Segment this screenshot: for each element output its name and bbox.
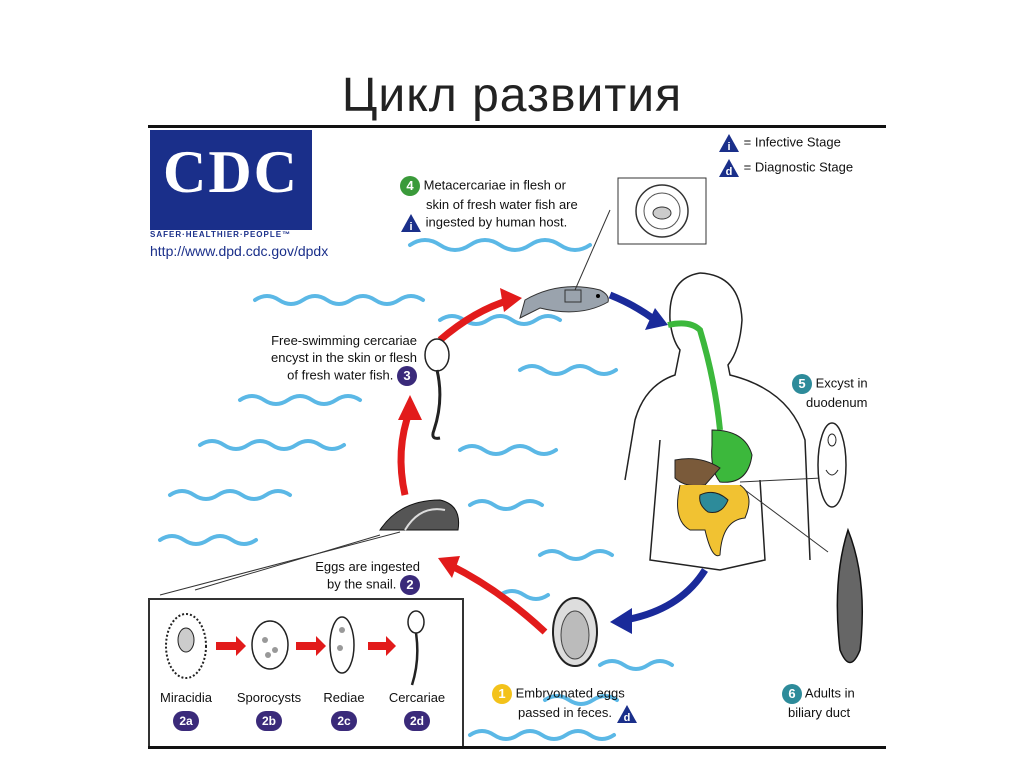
- duodenum: [699, 491, 729, 513]
- substage-2c-badge: 2c: [331, 711, 357, 731]
- stage-6-label: 6 Adults in biliary duct: [782, 684, 855, 721]
- stage-6-line1: Adults in: [804, 685, 855, 701]
- legend-infective-label: = Infective Stage: [743, 134, 841, 150]
- stage-2-label: Eggs are ingested by the snail. 2: [298, 558, 420, 595]
- stage-3-line1: Free-swimming cercariae: [271, 333, 417, 348]
- metacercaria-inset: [617, 177, 707, 245]
- stage-2-line1: Eggs are ingested: [315, 559, 420, 574]
- stage-4-label: 4 Metacercariae in flesh or skin of fres…: [400, 176, 578, 233]
- stage-1-label: 1 Embryonated eggs passed in feces. d: [492, 684, 638, 724]
- svg-text:d: d: [726, 166, 733, 178]
- stage-6-badge: 6: [782, 684, 802, 704]
- pointer-line-6: [744, 489, 829, 553]
- diagnostic-icon: d: [719, 159, 739, 178]
- substage-sporocysts-label: Sporocysts: [236, 690, 302, 705]
- redia-icon: [329, 616, 355, 674]
- stage-3-line2: encyst in the skin or flesh: [271, 350, 417, 365]
- legend-infective: i = Infective Stage: [718, 133, 841, 153]
- bottom-rule: [148, 746, 886, 749]
- cdc-url[interactable]: http://www.dpd.cdc.gov/dpdx: [150, 243, 329, 259]
- stage-3-label: Free-swimming cercariae encyst in the sk…: [232, 332, 417, 386]
- egg-icon: [552, 597, 598, 667]
- substage-rediae-label: Rediae: [323, 690, 365, 705]
- inset-arrow-3: [368, 636, 396, 656]
- cercaria-stage-icon: [407, 610, 425, 686]
- adult-fluke-icon: [836, 527, 863, 664]
- diagnostic-stage-icon: d: [616, 705, 637, 724]
- stage-3-line3: of fresh water fish.: [287, 367, 394, 383]
- svg-text:d: d: [623, 712, 630, 724]
- substage-miracidia: Miracidia 2a: [146, 690, 226, 731]
- stage-4-line3: ingested by human host.: [425, 214, 568, 230]
- intestine: [677, 484, 750, 557]
- water-waves: [158, 238, 674, 741]
- human-silhouette: [624, 272, 811, 571]
- substage-2b-badge: 2b: [255, 711, 282, 731]
- miracidium-icon: [165, 613, 207, 679]
- cdc-tagline: SAFER·HEALTHIER·PEOPLE™: [150, 230, 292, 239]
- stage-5-label: 5 Excyst in duodenum: [792, 374, 868, 411]
- legend-diagnostic: d = Diagnostic Stage: [718, 158, 853, 178]
- stage-2-badge: 2: [400, 575, 420, 595]
- substage-rediae: Rediae 2c: [304, 690, 384, 731]
- cercaria-icon: [424, 338, 450, 440]
- svg-text:i: i: [727, 141, 730, 153]
- cdc-logo-text: CDC: [163, 139, 299, 205]
- stage-4-badge: 4: [400, 176, 420, 196]
- stage-6-line2: biliary duct: [788, 705, 851, 720]
- inset-arrow-1: [216, 636, 246, 656]
- substage-cercariae: Cercariae 2d: [377, 690, 457, 731]
- infective-stage-icon: i: [401, 214, 421, 233]
- stage-1-badge: 1: [492, 684, 512, 704]
- arrow-head-3: [398, 395, 422, 420]
- stage-5-line1: Excyst in: [815, 375, 868, 391]
- legend-diagnostic-label: = Diagnostic Stage: [743, 159, 854, 175]
- stage-4-line2: skin of fresh water fish are: [426, 197, 578, 212]
- substage-miracidia-label: Miracidia: [159, 690, 212, 705]
- substage-2d-badge: 2d: [403, 711, 430, 731]
- substage-2a-badge: 2a: [173, 711, 199, 731]
- substage-sporocysts: Sporocysts 2b: [229, 690, 309, 731]
- svg-text:i: i: [409, 221, 412, 233]
- substage-cercariae-label: Cercariae: [388, 690, 446, 705]
- stage-1-line2: passed in feces.: [518, 705, 612, 721]
- stage-5-line2: duodenum: [806, 395, 868, 410]
- stomach: [711, 429, 753, 483]
- sporocyst-icon: [251, 620, 289, 670]
- pointer-line-5: [739, 477, 823, 483]
- stage-2-line2: by the snail.: [327, 576, 397, 592]
- blue-arrows: [608, 291, 708, 624]
- excysted-fluke-icon: [817, 422, 847, 508]
- arrow-head-2: [438, 556, 460, 578]
- fish-icon: [519, 209, 611, 319]
- arrow-head-5: [645, 308, 668, 330]
- top-rule: [148, 125, 886, 128]
- stage-1-line1: Embryonated eggs: [515, 685, 625, 701]
- inset-arrow-2: [296, 636, 326, 656]
- red-arrows: [397, 296, 548, 635]
- esophagus: [667, 320, 723, 431]
- stage-3-badge: 3: [397, 366, 417, 386]
- snail-icon: [159, 499, 460, 596]
- slide-title: Цикл развития: [341, 69, 683, 122]
- stage-4-line1: Metacercariae in flesh or: [423, 177, 566, 193]
- cdc-logo: CDC: [150, 130, 312, 230]
- arrow-head-4: [500, 288, 522, 312]
- stage-5-badge: 5: [792, 374, 812, 394]
- arrow-head-1: [610, 608, 632, 634]
- infective-icon: i: [719, 134, 739, 153]
